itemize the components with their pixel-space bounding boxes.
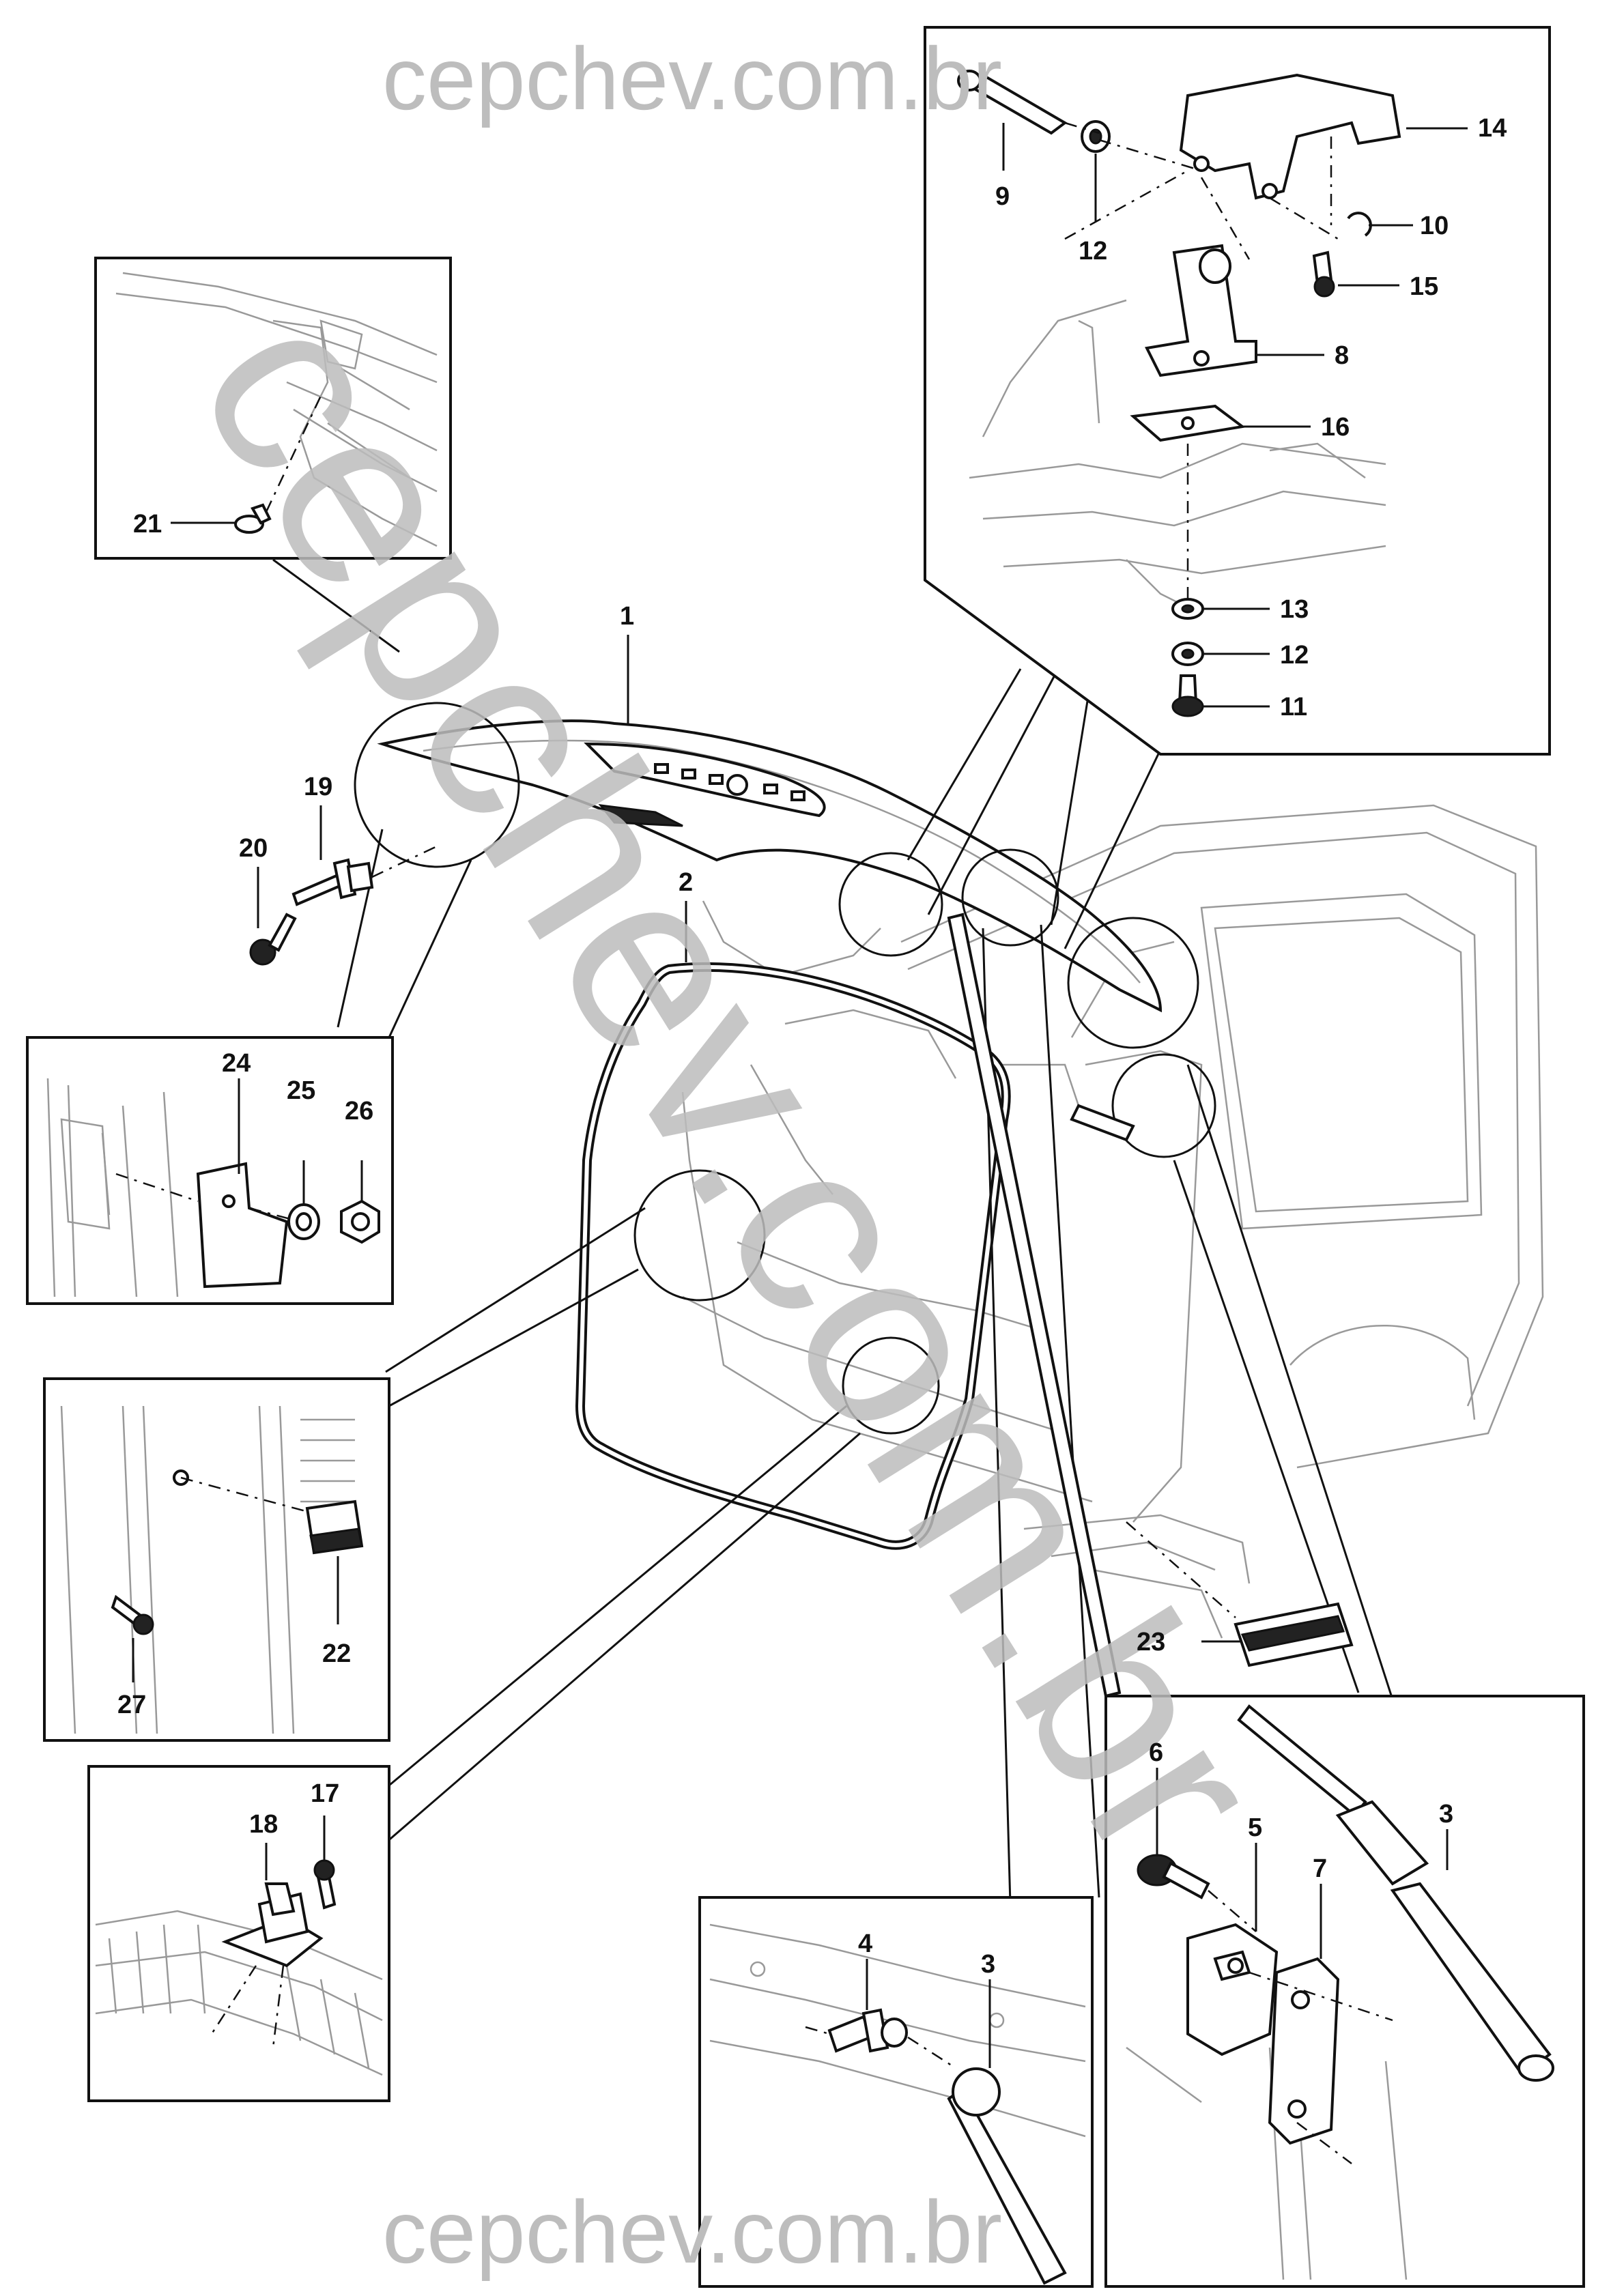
callout-17: 17 bbox=[311, 1779, 339, 1808]
callout-23: 23 bbox=[1137, 1628, 1165, 1656]
weatherstrip-seal bbox=[575, 962, 1011, 1550]
bolt-20 bbox=[249, 913, 297, 966]
callout-21: 21 bbox=[133, 510, 162, 539]
callout-27: 27 bbox=[117, 1691, 146, 1719]
callout-7: 7 bbox=[1313, 1854, 1327, 1883]
detail-box-4-3 bbox=[698, 1896, 1094, 2288]
callout-4: 4 bbox=[858, 1929, 872, 1958]
detail-circles bbox=[354, 702, 1216, 1435]
detail-box-22-27 bbox=[43, 1377, 390, 1742]
callout-19: 19 bbox=[304, 773, 332, 801]
detail-box-3-7 bbox=[1104, 1695, 1585, 2288]
callout-5: 5 bbox=[1248, 1813, 1262, 1842]
callout-2: 2 bbox=[679, 868, 693, 897]
detail-box-17-18 bbox=[87, 1765, 390, 2102]
callout-24: 24 bbox=[222, 1049, 251, 1078]
callout-6: 6 bbox=[1149, 1738, 1163, 1767]
watermark-top: cepchev.com.br bbox=[382, 29, 1002, 128]
liftgate-panel bbox=[377, 719, 1163, 1013]
callout-1: 1 bbox=[620, 602, 634, 631]
callout-25: 25 bbox=[287, 1076, 315, 1105]
callout-18: 18 bbox=[249, 1810, 278, 1839]
callout-11: 11 bbox=[1280, 693, 1307, 721]
vehicle-body-outline bbox=[681, 804, 1544, 1639]
callout-10: 10 bbox=[1420, 212, 1449, 240]
callout-20: 20 bbox=[239, 834, 268, 863]
callout-14: 14 bbox=[1478, 114, 1507, 143]
callout-labels: 1 2 19 20 21 24 25 26 22 27 18 17 23 9 1… bbox=[117, 114, 1507, 1979]
callout-22: 22 bbox=[322, 1639, 351, 1668]
callout-9: 9 bbox=[995, 182, 1010, 211]
callout-12-top: 12 bbox=[1079, 237, 1107, 266]
license-lamp-23 bbox=[1126, 1521, 1354, 1667]
detail-box-24-26 bbox=[26, 1036, 394, 1305]
callout-26: 26 bbox=[345, 1097, 373, 1125]
callout-15: 15 bbox=[1410, 272, 1438, 301]
liftgate-pin-19 bbox=[291, 858, 374, 906]
callout-16: 16 bbox=[1321, 413, 1350, 442]
callout-12-bottom: 12 bbox=[1280, 641, 1309, 670]
main-leaders bbox=[257, 635, 1242, 1643]
callout-3-bottom-right: 3 bbox=[1439, 1800, 1453, 1828]
callout-13: 13 bbox=[1280, 595, 1309, 624]
callout-8: 8 bbox=[1335, 341, 1349, 370]
detail-box-21 bbox=[94, 257, 452, 560]
detail-box-hinge bbox=[924, 26, 1551, 756]
callout-3-bottom-middle: 3 bbox=[981, 1950, 995, 1979]
watermark-bottom: cepchev.com.br bbox=[382, 2182, 1002, 2282]
